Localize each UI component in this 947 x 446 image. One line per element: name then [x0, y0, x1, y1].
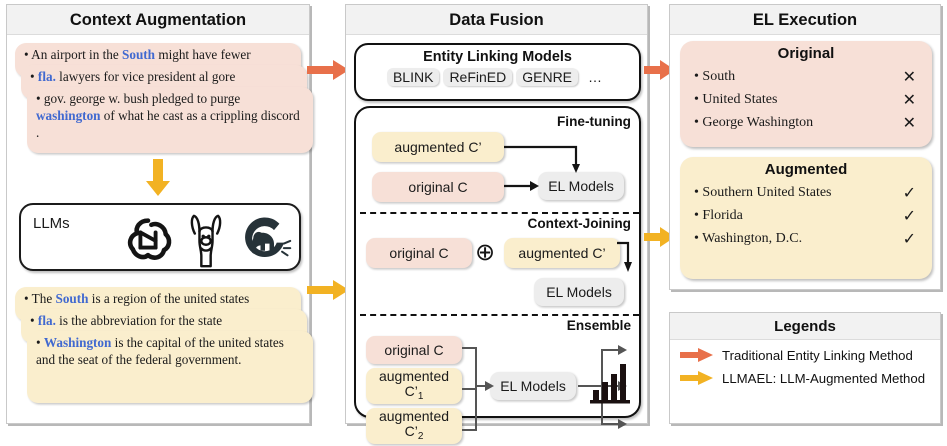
check-icon: ✓ — [902, 184, 916, 202]
contextjoining-augmented-box: augmented C’ — [504, 238, 620, 268]
model-chip-genre[interactable]: GENRE — [516, 68, 579, 86]
result-row: • Washington, D.C. ✓ — [680, 227, 932, 250]
bar-chart-icon — [590, 364, 630, 404]
fusion-strategies-box: Fine-tuning augmented C’ original C EL M… — [354, 106, 641, 444]
panel-fusion-title: Data Fusion — [346, 5, 647, 35]
legend-arrow-yellow-icon — [680, 371, 713, 385]
augmented-context-card: • Washington is the capital of the unite… — [27, 331, 313, 403]
panel-legends: Legends Traditional Entity Linking Metho… — [669, 312, 941, 424]
arrow-yellow-context-to-fusion — [307, 280, 349, 300]
card-text-pre: • — [36, 335, 44, 350]
cross-icon: ✕ — [902, 68, 916, 86]
panel-context-augmentation: Context Augmentation • An airport in the… — [6, 4, 313, 424]
card-text-highlight: South — [55, 291, 89, 306]
divider-finetuning-contextjoining — [360, 212, 639, 214]
result-row: • South ✕ — [680, 65, 932, 88]
down-arrow-icon — [146, 159, 170, 196]
card-text-highlight: fla. — [37, 313, 56, 328]
result-box-augmented: Augmented • Southern United States ✓ • F… — [680, 157, 932, 279]
contextjoining-arrow — [617, 241, 632, 272]
check-icon: ✓ — [902, 207, 916, 225]
ensemble-original-box: original C — [366, 336, 462, 364]
card-text-post: might have fewer — [155, 47, 251, 62]
card-text-pre: • — [30, 313, 38, 328]
entity-linking-models-chip-list: BLINK ReFinED GENRE … — [356, 68, 639, 86]
arrow-orange-context-to-fusion — [307, 60, 349, 80]
result-box-original: Original • South ✕ • United States ✕ • G… — [680, 41, 932, 147]
llama-icon — [190, 214, 222, 268]
model-chip-blink[interactable]: BLINK — [386, 68, 440, 86]
cross-icon: ✕ — [902, 114, 916, 132]
panel-data-fusion: Data Fusion Entity Linking Models BLINK … — [345, 4, 648, 444]
legend-label: Traditional Entity Linking Method — [722, 347, 913, 363]
legend-label: LLMAEL: LLM-Augmented Method — [722, 370, 926, 386]
legend-item-llmael: LLMAEL: LLM-Augmented Method — [670, 363, 940, 386]
elephant-icon — [245, 217, 292, 258]
card-text-pre: • An airport in the — [24, 47, 123, 62]
ensemble-augmented-box-2: augmented C’2 — [366, 408, 462, 444]
ensemble-augmented-1-line1: augmented — [378, 368, 450, 385]
card-text-post: is the abbreviation for the state — [55, 313, 223, 328]
panel-el-title: EL Execution — [670, 5, 940, 35]
section-label-ensemble: Ensemble — [566, 318, 631, 333]
finetuning-arrows — [504, 145, 580, 191]
ensemble-merge-arrow — [462, 347, 494, 431]
result-label: • Florida — [694, 207, 743, 223]
entity-linking-models-box: Entity Linking Models BLINK ReFinED GENR… — [354, 43, 641, 101]
panel-context-title: Context Augmentation — [7, 5, 309, 35]
result-label: • George Washington — [694, 114, 814, 130]
card-text-highlight: washington — [36, 107, 101, 123]
plus-circle-icon: ⊕ — [475, 239, 496, 266]
llm-models-box: LLMs — [19, 203, 301, 271]
llm-box-label: LLMs — [33, 215, 70, 232]
panel-el-execution: EL Execution Original • South ✕ • United… — [669, 4, 941, 290]
result-row: • Southern United States ✓ — [680, 181, 932, 204]
finetuning-original-box: original C — [372, 172, 504, 202]
ensemble-augmented-2-line1: augmented — [378, 408, 450, 425]
card-text-post: of what he cast as a crippling discord . — [36, 107, 300, 140]
cross-icon: ✕ — [902, 91, 916, 109]
finetuning-augmented-box: augmented C’ — [372, 132, 504, 162]
check-icon: ✓ — [902, 230, 916, 248]
entity-linking-models-title: Entity Linking Models — [423, 49, 572, 65]
card-text-highlight: South — [122, 47, 156, 62]
ensemble-augmented-2-line2: C’2 — [404, 423, 424, 443]
legends-title: Legends — [670, 313, 940, 340]
result-row: • George Washington ✕ — [680, 111, 932, 134]
result-label: • Southern United States — [694, 184, 832, 200]
result-augmented-title: Augmented — [764, 161, 848, 178]
finetuning-el-models-box: EL Models — [538, 172, 624, 200]
result-row: • Florida ✓ — [680, 204, 932, 227]
section-label-fine-tuning: Fine-tuning — [557, 114, 631, 129]
card-text-pre: • — [30, 69, 38, 84]
result-label: • South — [694, 68, 736, 84]
divider-contextjoining-ensemble — [360, 314, 639, 316]
original-context-card: • gov. george w. bush pledged to purge w… — [27, 87, 313, 153]
contextjoining-el-models-box: EL Models — [534, 278, 624, 306]
card-text-highlight: fla. — [37, 69, 56, 84]
result-label: • United States — [694, 91, 778, 107]
result-original-title: Original — [777, 45, 835, 62]
ensemble-el-models-box: EL Models — [490, 372, 576, 400]
card-text-highlight: Washington — [43, 335, 112, 350]
result-row: • United States ✕ — [680, 88, 932, 111]
card-text-post: is the capital of the united states and … — [36, 335, 284, 367]
section-label-context-joining: Context-Joining — [527, 216, 631, 231]
arrow-orange-fusion-to-execution — [644, 60, 675, 80]
card-text-post: is a region of the united states — [88, 291, 250, 306]
legend-item-traditional: Traditional Entity Linking Method — [670, 340, 940, 363]
card-text-post: lawyers for vice president al gore — [55, 69, 236, 84]
arrow-yellow-fusion-to-execution — [644, 227, 675, 247]
card-text-pre: • The — [24, 291, 56, 306]
model-chip-refined[interactable]: ReFinED — [443, 68, 513, 86]
card-text-pre: • gov. george w. bush pledged to purge — [36, 91, 241, 106]
legend-arrow-orange-icon — [680, 348, 713, 362]
contextjoining-original-box: original C — [366, 238, 472, 268]
result-label: • Washington, D.C. — [694, 230, 803, 246]
ensemble-augmented-1-line2: C’1 — [404, 383, 424, 403]
ensemble-augmented-box-1: augmented C’1 — [366, 368, 462, 404]
openai-icon — [127, 218, 172, 260]
model-chip-more: … — [588, 69, 603, 85]
